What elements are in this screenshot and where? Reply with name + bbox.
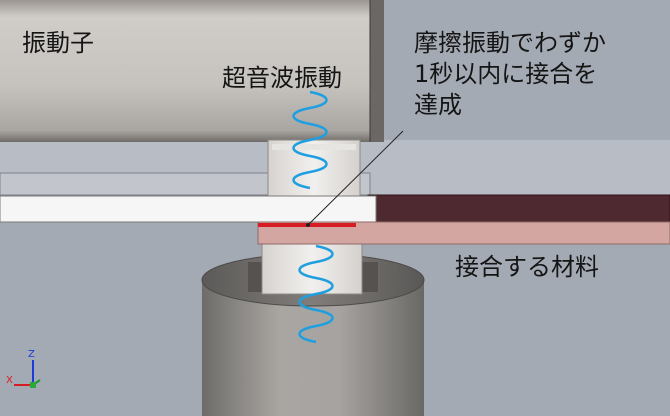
horn-edge	[370, 0, 384, 142]
upper-vibration-spring	[292, 90, 328, 190]
leader-line	[307, 130, 404, 226]
horn-body	[0, 0, 384, 142]
lower-vibration-spring	[298, 244, 334, 344]
friction-annotation-line2: 1秒以内に接合を	[414, 60, 598, 88]
ultrasonic-vibration-label: 超音波振動	[222, 64, 342, 92]
anvil-tip	[261, 243, 363, 295]
joined-material-label: 接合する材料	[455, 253, 599, 281]
friction-annotation-line3: 達成	[414, 91, 462, 119]
x-axis-label: X	[6, 375, 13, 386]
vibrator-label: 振動子	[22, 29, 94, 57]
friction-annotation-line1: 摩擦振動でわずか	[414, 29, 606, 57]
pink-plate	[257, 221, 670, 245]
axis-triad	[14, 360, 41, 388]
z-axis-label: Z	[28, 349, 35, 360]
friction-annotation: 摩擦振動でわずか 1秒以内に接合を 達成	[414, 28, 606, 121]
dark-plate	[367, 194, 670, 223]
white-plate	[0, 195, 377, 223]
